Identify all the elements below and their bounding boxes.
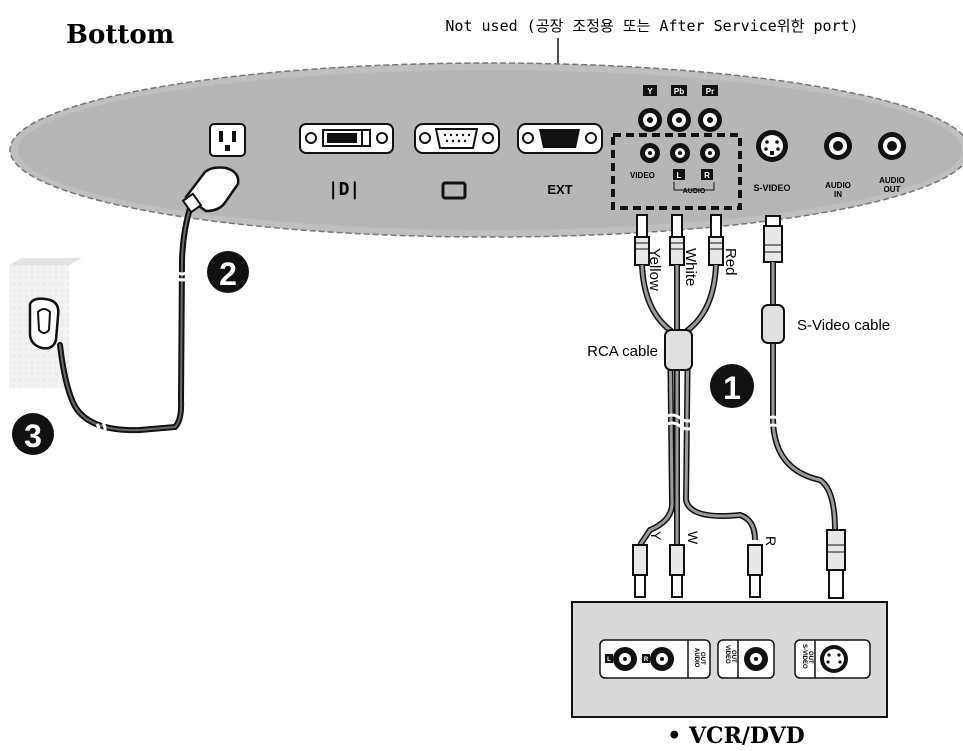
video-port-label: VIDEO (630, 171, 655, 180)
step-1-marker: 1 (710, 364, 754, 408)
w-plug-label: W (685, 531, 701, 545)
step-3-marker: 3 (12, 413, 54, 455)
step-2-marker: 2 (207, 251, 249, 293)
svideo-port-label: S-VIDEO (753, 183, 790, 193)
yellow-cable-label: Yellow (646, 248, 663, 291)
svideo-port (756, 130, 788, 162)
rca-ferrite-core (664, 329, 693, 371)
svideo-cable-label: S-Video cable (797, 317, 890, 334)
dsub-symbol-icon (441, 181, 467, 200)
device-video-out-label-1: VIDEO (724, 645, 730, 664)
white-cable-label: White (682, 248, 699, 286)
svideo-cable (761, 215, 846, 599)
pr-port-label: Pr (706, 87, 714, 96)
y-plug-label: Y (648, 531, 664, 541)
svg-text:1: 1 (723, 370, 741, 406)
audio-l-label: L (677, 171, 682, 180)
ext-label: EXT (547, 182, 572, 197)
power-cord (57, 202, 194, 434)
rca-cable-label: RCA cable (587, 343, 658, 360)
vcr-dvd-device: L R AUDIO OUT VIDEO OUT S-VIDEO OUT (571, 601, 888, 718)
pb-port-label: Pb (674, 87, 684, 96)
red-cable-label: Red (722, 248, 739, 276)
svg-text:2: 2 (219, 256, 237, 292)
ext-port (517, 123, 603, 154)
r-plug-label: R (763, 536, 779, 546)
power-plug-icon (181, 166, 240, 214)
svg-text:3: 3 (24, 418, 42, 454)
device-r-label: R (644, 657, 649, 663)
component-ports (638, 108, 722, 132)
audio-out-port (878, 132, 906, 160)
device-audio-out-label-1: AUDIO (693, 648, 699, 668)
dvi-port (299, 123, 394, 154)
device-l-label: L (607, 657, 611, 663)
rca-plugs-bottom (632, 544, 763, 598)
audio-out-label-2: OUT (884, 185, 901, 194)
composite-audio-group-box (611, 133, 742, 210)
wall-plug-icon (28, 297, 60, 350)
device-svideo-out-label-2: OUT (807, 651, 813, 664)
y-port-label: Y (647, 87, 653, 96)
device-svideo-out-label-1: S-VIDEO (801, 644, 807, 669)
page-title: Bottom (66, 20, 174, 50)
not-used-note: Not used (공장 조정용 또는 After Service위한 port… (445, 17, 858, 35)
dvi-label: |D| (328, 179, 361, 200)
audio-out-label-1: AUDIO (879, 176, 905, 185)
audio-r-label: R (704, 171, 710, 180)
rca-plugs-top (634, 214, 724, 266)
audio-in-label-2: IN (834, 190, 842, 199)
dsub-port (414, 123, 500, 154)
power-inlet-port (209, 123, 246, 157)
audio-in-label-1: AUDIO (825, 181, 851, 190)
device-name: • VCR/DVD (667, 723, 804, 749)
composite-audio-ports (640, 143, 720, 163)
audio-group-label: AUDIO (683, 188, 706, 195)
audio-in-port (824, 132, 852, 160)
device-video-out-label-2: OUT (730, 650, 736, 663)
device-audio-out-label-2: OUT (699, 652, 705, 665)
